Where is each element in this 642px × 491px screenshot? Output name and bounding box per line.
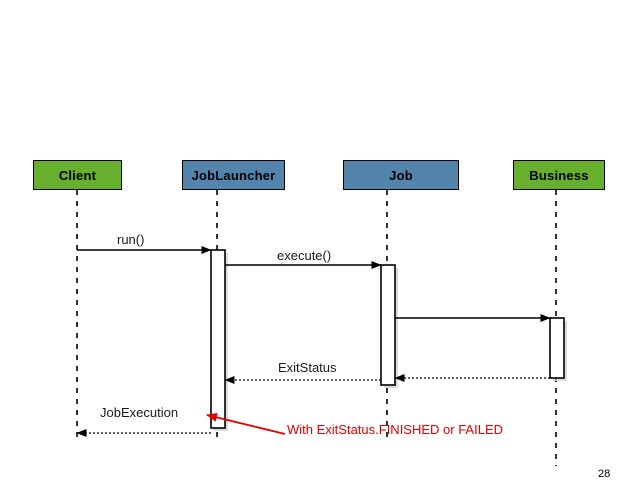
- annotation-arrow: [206, 412, 286, 435]
- msg-jobexecution-label: JobExecution: [100, 405, 179, 420]
- msg-run-label: run(): [117, 232, 145, 247]
- lifeline-header-job[interactable]: Job: [343, 160, 459, 190]
- lifeline-header-label-business: Business: [529, 167, 589, 183]
- lifeline-header-business[interactable]: Business: [513, 160, 605, 190]
- activation-job: [380, 264, 396, 386]
- page-number: 28: [598, 468, 611, 480]
- lifeline-header-joblauncher[interactable]: JobLauncher: [182, 160, 285, 190]
- message-arrows: [76, 246, 551, 437]
- msg-exitstatus-label: ExitStatus: [278, 360, 337, 375]
- activation-business: [549, 317, 565, 379]
- activation-joblauncher: [210, 249, 226, 429]
- msg-execute-label: execute(): [277, 248, 332, 263]
- lifeline-header-label-joblauncher: JobLauncher: [191, 167, 276, 183]
- lifeline-header-label-job: Job: [389, 167, 413, 183]
- activation-boxes: [210, 249, 565, 429]
- lifeline-header-label-client: Client: [58, 167, 97, 183]
- annotation-arrow-line: [206, 412, 286, 435]
- annotation-label: With ExitStatus.FINISHED or FAILED: [287, 422, 503, 437]
- lifeline-header-client[interactable]: Client: [33, 160, 122, 190]
